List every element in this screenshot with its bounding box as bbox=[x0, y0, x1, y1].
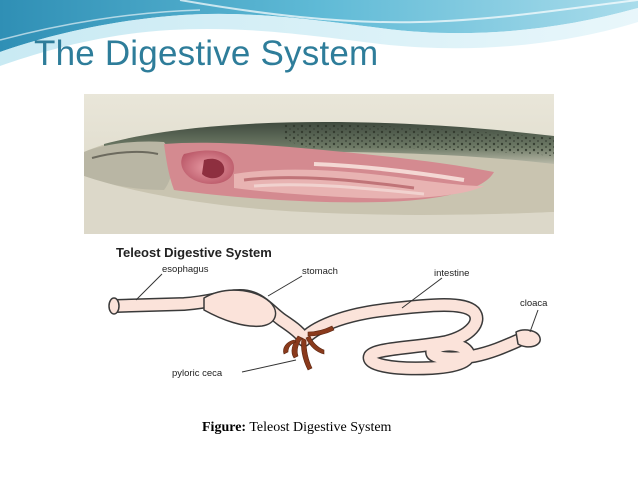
figure-caption: Figure: Teleost Digestive System bbox=[202, 420, 391, 436]
pyloric-ceca-shape bbox=[283, 325, 335, 371]
label-esophagus: esophagus bbox=[162, 264, 209, 275]
label-leaders bbox=[135, 273, 539, 373]
diagram-title: Teleost Digestive System bbox=[116, 245, 272, 260]
slide-title: The Digestive System bbox=[34, 34, 379, 73]
header-wave-decoration bbox=[0, 0, 638, 66]
gut-tube bbox=[108, 289, 541, 376]
fish-dissection-photo bbox=[84, 94, 554, 234]
caption-text: Teleost Digestive System bbox=[249, 420, 392, 435]
label-cloaca: cloaca bbox=[520, 298, 548, 309]
digestive-tract-drawing: Teleost Digestive System bbox=[54, 240, 574, 410]
label-stomach: stomach bbox=[302, 266, 338, 277]
label-pyloric-ceca: pyloric ceca bbox=[172, 368, 223, 379]
label-intestine: intestine bbox=[434, 268, 469, 279]
caption-prefix: Figure: bbox=[202, 420, 247, 435]
